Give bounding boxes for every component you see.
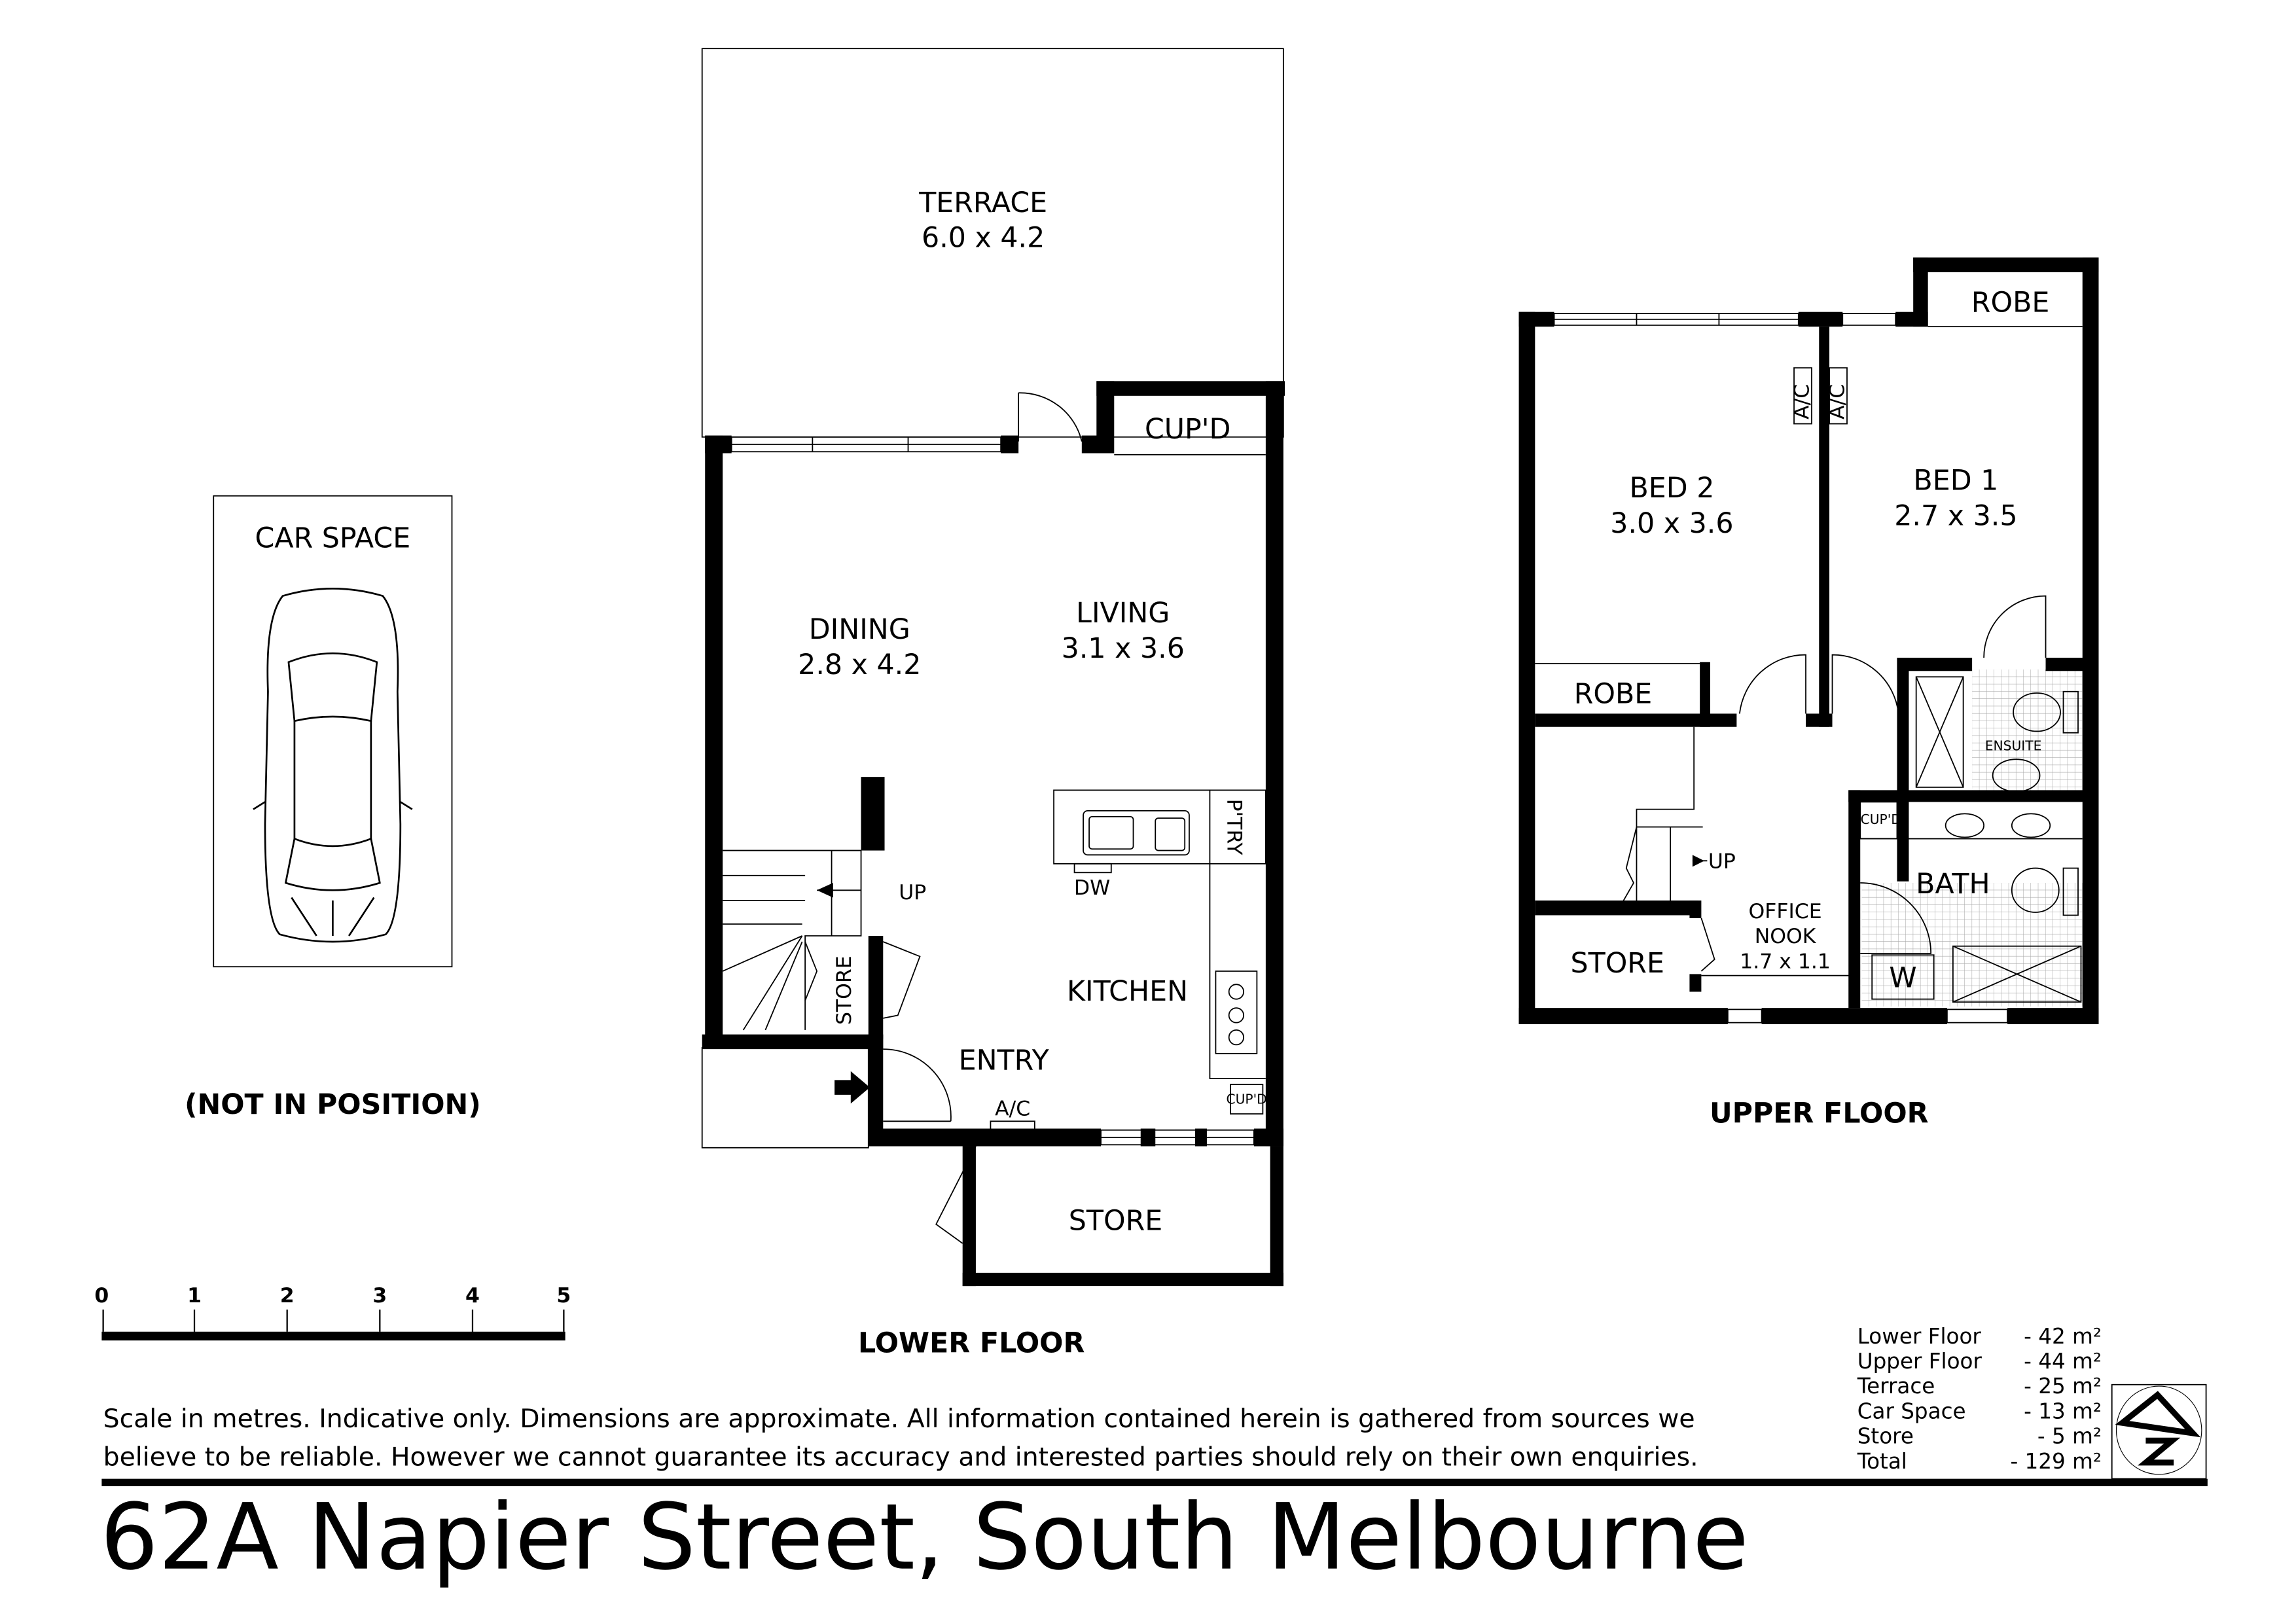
svg-text:- 42 m²: - 42 m² — [2024, 1324, 2102, 1349]
terrace-dims: 6.0 x 4.2 — [922, 222, 1045, 255]
bath-label: BATH — [1916, 868, 1990, 901]
scale-tick-1: 1 — [187, 1284, 202, 1308]
cupd-label: CUP'D — [1145, 413, 1230, 446]
office-nook-label-1: OFFICE — [1749, 900, 1822, 923]
svg-text:Upper Floor: Upper Floor — [1857, 1349, 1982, 1374]
terrace-label: TERRACE — [918, 187, 1047, 219]
small-cupd-label: CUP'D — [1227, 1091, 1267, 1107]
upper-floor-walls — [1518, 257, 2099, 1024]
living-dims: 3.1 x 3.6 — [1062, 632, 1185, 665]
ac-label: A/C — [995, 1097, 1030, 1120]
ac-label-2: A/C — [1825, 384, 1849, 419]
not-in-position-note: (NOT IN POSITION) — [185, 1088, 481, 1121]
svg-text:Lower Floor: Lower Floor — [1857, 1324, 1982, 1349]
svg-text:- 5 m²: - 5 m² — [2037, 1424, 2102, 1449]
scale-tick-2: 2 — [280, 1284, 295, 1308]
washer-label: W — [1889, 962, 1916, 995]
robe-bed1-label: ROBE — [1971, 287, 2050, 319]
dining-label: DINING — [809, 613, 910, 646]
disclaimer-line-1: Scale in metres. Indicative only. Dimens… — [103, 1404, 1695, 1434]
under-stair-store-label: STORE — [833, 955, 856, 1025]
stairs-up-label: UP — [899, 881, 926, 904]
area-row: Store - 5 m² — [1857, 1424, 2102, 1449]
robe-bed2-label: ROBE — [1574, 678, 1653, 711]
upper-cupd-label: CUP'D — [1861, 812, 1901, 827]
lower-floor-walls — [702, 381, 1285, 1287]
car-icon — [253, 588, 413, 943]
upper-floor-caption: UPPER FLOOR — [1710, 1097, 1929, 1130]
svg-text:Store: Store — [1857, 1424, 1914, 1449]
svg-text:- 25 m²: - 25 m² — [2024, 1374, 2102, 1399]
upper-stairs-up-label: UP — [1708, 850, 1736, 874]
scale-tick-4: 4 — [465, 1284, 480, 1308]
kitchen-label: KITCHEN — [1067, 975, 1188, 1008]
area-row: Total - 129 m² — [1857, 1449, 2102, 1474]
bed1-dims: 2.7 x 3.5 — [1894, 500, 2017, 533]
dining-dims: 2.8 x 4.2 — [798, 649, 921, 681]
scale-tick-0: 0 — [94, 1284, 109, 1308]
ensuite-label: ENSUITE — [1985, 738, 2042, 754]
svg-text:- 13 m²: - 13 m² — [2024, 1399, 2102, 1423]
title-divider — [101, 1478, 2208, 1486]
office-nook-dims: 1.7 x 1.1 — [1740, 950, 1831, 973]
entry-arrow-icon — [834, 1071, 870, 1104]
area-row: Upper Floor - 44 m² — [1857, 1349, 2102, 1374]
svg-text:- 44 m²: - 44 m² — [2024, 1349, 2102, 1374]
area-row: Terrace - 25 m² — [1857, 1374, 2102, 1399]
north-compass-icon — [2111, 1383, 2207, 1480]
scale-tick-5: 5 — [556, 1284, 571, 1308]
ac-label-1: A/C — [1791, 384, 1814, 419]
dishwasher-label: DW — [1074, 876, 1110, 900]
area-row: Car Space - 13 m² — [1857, 1399, 2102, 1423]
office-nook-label-2: NOOK — [1755, 925, 1817, 948]
svg-text:Total: Total — [1857, 1449, 1907, 1474]
bed1-label: BED 1 — [1913, 465, 1998, 497]
upper-floor-plan: ROBE A/C A/C BED 2 3.0 x 3.6 BED 1 2.7 x… — [1518, 257, 2099, 1130]
svg-text:- 129 m²: - 129 m² — [2010, 1449, 2102, 1474]
pantry-label: P'TRY — [1222, 799, 1246, 856]
bed2-label: BED 2 — [1629, 472, 1714, 505]
entry-label: ENTRY — [959, 1044, 1050, 1077]
svg-text:Terrace: Terrace — [1857, 1374, 1935, 1399]
area-table: Lower Floor - 42 m² Upper Floor - 44 m² Te… — [1857, 1324, 2102, 1474]
car-space-label: CAR SPACE — [255, 522, 411, 554]
scale-bar: 0 1 2 3 4 5 — [94, 1284, 571, 1341]
upper-store-label: STORE — [1571, 947, 1664, 980]
scale-tick-3: 3 — [372, 1284, 387, 1308]
car-space: CAR SPACE (NOT IN POSITION) — [185, 495, 481, 1121]
disclaimer-line-2: believe to be reliable. However we canno… — [103, 1442, 1698, 1472]
svg-text:Car Space: Car Space — [1857, 1399, 1966, 1423]
property-address-title: 62A Napier Street, South Melbourne — [100, 1484, 1749, 1590]
living-label: LIVING — [1076, 597, 1170, 630]
area-row: Lower Floor - 42 m² — [1857, 1324, 2102, 1349]
lower-floor-plan: TERRACE 6.0 x 4.2 CUP'D DINING 2.8 x 4.2… — [701, 48, 1285, 1359]
lower-floor-caption: LOWER FLOOR — [858, 1327, 1085, 1359]
bed2-dims: 3.0 x 3.6 — [1610, 507, 1733, 540]
store-label: STORE — [1069, 1205, 1162, 1238]
